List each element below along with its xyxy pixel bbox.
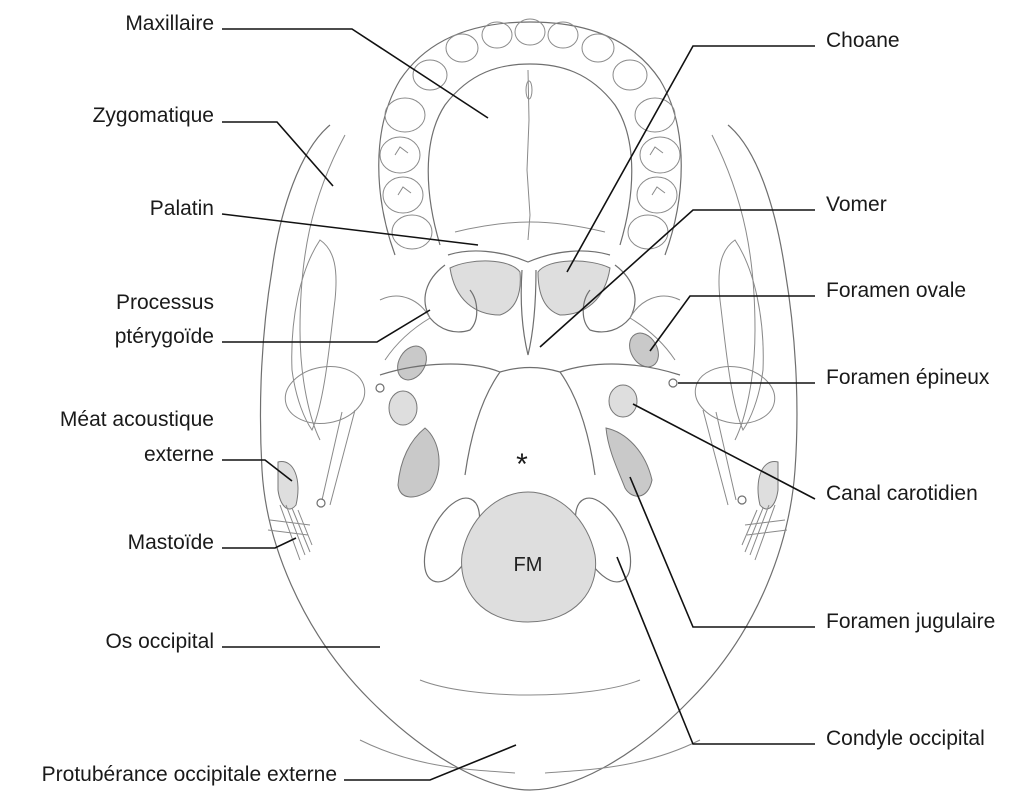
basi-occiput bbox=[465, 372, 595, 475]
label-mastoide: Mastoïde bbox=[128, 531, 214, 554]
leader-maxillaire bbox=[222, 29, 488, 118]
right-zygomatic-arch bbox=[712, 135, 755, 440]
label-canal-carotidien: Canal carotidien bbox=[826, 482, 978, 505]
label-zygomatique: Zygomatique bbox=[93, 104, 214, 127]
leader-foramen-jugulaire bbox=[630, 477, 815, 627]
right-mastoid-hatching bbox=[742, 505, 787, 560]
label-foramen-ovale: Foramen ovale bbox=[826, 279, 966, 302]
label-foramen-epineux: Foramen épineux bbox=[826, 366, 990, 389]
nuchal-line bbox=[420, 680, 640, 695]
leader-zygomatique bbox=[222, 122, 333, 186]
left-styloid bbox=[322, 410, 355, 505]
label-processus-line2: ptérygoïde bbox=[115, 325, 214, 348]
label-processus-line1: Processus bbox=[116, 291, 214, 314]
leader-choane bbox=[567, 46, 815, 272]
right-styloid bbox=[703, 410, 736, 505]
label-maxillaire: Maxillaire bbox=[125, 12, 214, 35]
label-palatin: Palatin bbox=[150, 197, 214, 220]
leader-palatin bbox=[222, 214, 478, 245]
right-foramen-ovale bbox=[624, 328, 665, 372]
leader-mastoide bbox=[222, 538, 296, 548]
left-foramen-spinosum bbox=[376, 384, 384, 392]
right-jugular-foramen bbox=[606, 428, 652, 496]
right-arch-inner bbox=[719, 240, 763, 430]
left-acoustic-meatus bbox=[278, 462, 298, 509]
left-labels: Maxillaire Zygomatique Palatin Processus… bbox=[42, 12, 337, 786]
vomer-bone bbox=[521, 270, 536, 355]
left-carotid-canal bbox=[389, 391, 417, 425]
label-meat-line1: Méat acoustique bbox=[60, 408, 214, 431]
right-petrous bbox=[691, 360, 780, 429]
leader-lines bbox=[222, 29, 815, 780]
left-jugular-foramen bbox=[398, 428, 439, 497]
asterisk-mark: * bbox=[516, 448, 528, 481]
label-meat-line2: externe bbox=[144, 443, 214, 466]
right-labels: Choane Vomer Foramen ovale Foramen épine… bbox=[826, 29, 995, 750]
superior-nuchal-line bbox=[360, 740, 700, 773]
label-choane: Choane bbox=[826, 29, 900, 52]
left-choana bbox=[450, 261, 520, 315]
left-petrous bbox=[281, 360, 370, 429]
right-acoustic-meatus bbox=[758, 462, 778, 509]
hard-palate-edge bbox=[448, 251, 610, 262]
label-condyle-occipital: Condyle occipital bbox=[826, 727, 985, 750]
right-stylomastoid-foramen bbox=[738, 496, 746, 504]
right-carotid-canal bbox=[609, 385, 637, 417]
label-os-occipital: Os occipital bbox=[105, 630, 214, 653]
leader-condyle-occipital bbox=[617, 557, 815, 744]
label-foramen-jugulaire: Foramen jugulaire bbox=[826, 610, 995, 633]
label-vomer: Vomer bbox=[826, 193, 887, 216]
left-foramen-ovale bbox=[392, 341, 433, 385]
median-suture bbox=[527, 70, 530, 240]
left-stylomastoid-foramen bbox=[317, 499, 325, 507]
leader-processus bbox=[222, 310, 430, 342]
right-foramen-spinosum bbox=[669, 379, 677, 387]
left-arch-inner bbox=[292, 240, 336, 430]
sphenooccipital-line bbox=[380, 364, 680, 375]
foramen-magnum-label: FM bbox=[514, 554, 543, 576]
leader-canal-carotidien bbox=[633, 404, 815, 499]
skull-drawing bbox=[260, 19, 796, 790]
skull-outline bbox=[260, 125, 796, 790]
label-protuberance: Protubérance occipitale externe bbox=[42, 763, 337, 786]
left-mastoid-hatching bbox=[268, 505, 312, 560]
palatine-suture bbox=[455, 222, 605, 232]
right-choana bbox=[538, 261, 610, 315]
